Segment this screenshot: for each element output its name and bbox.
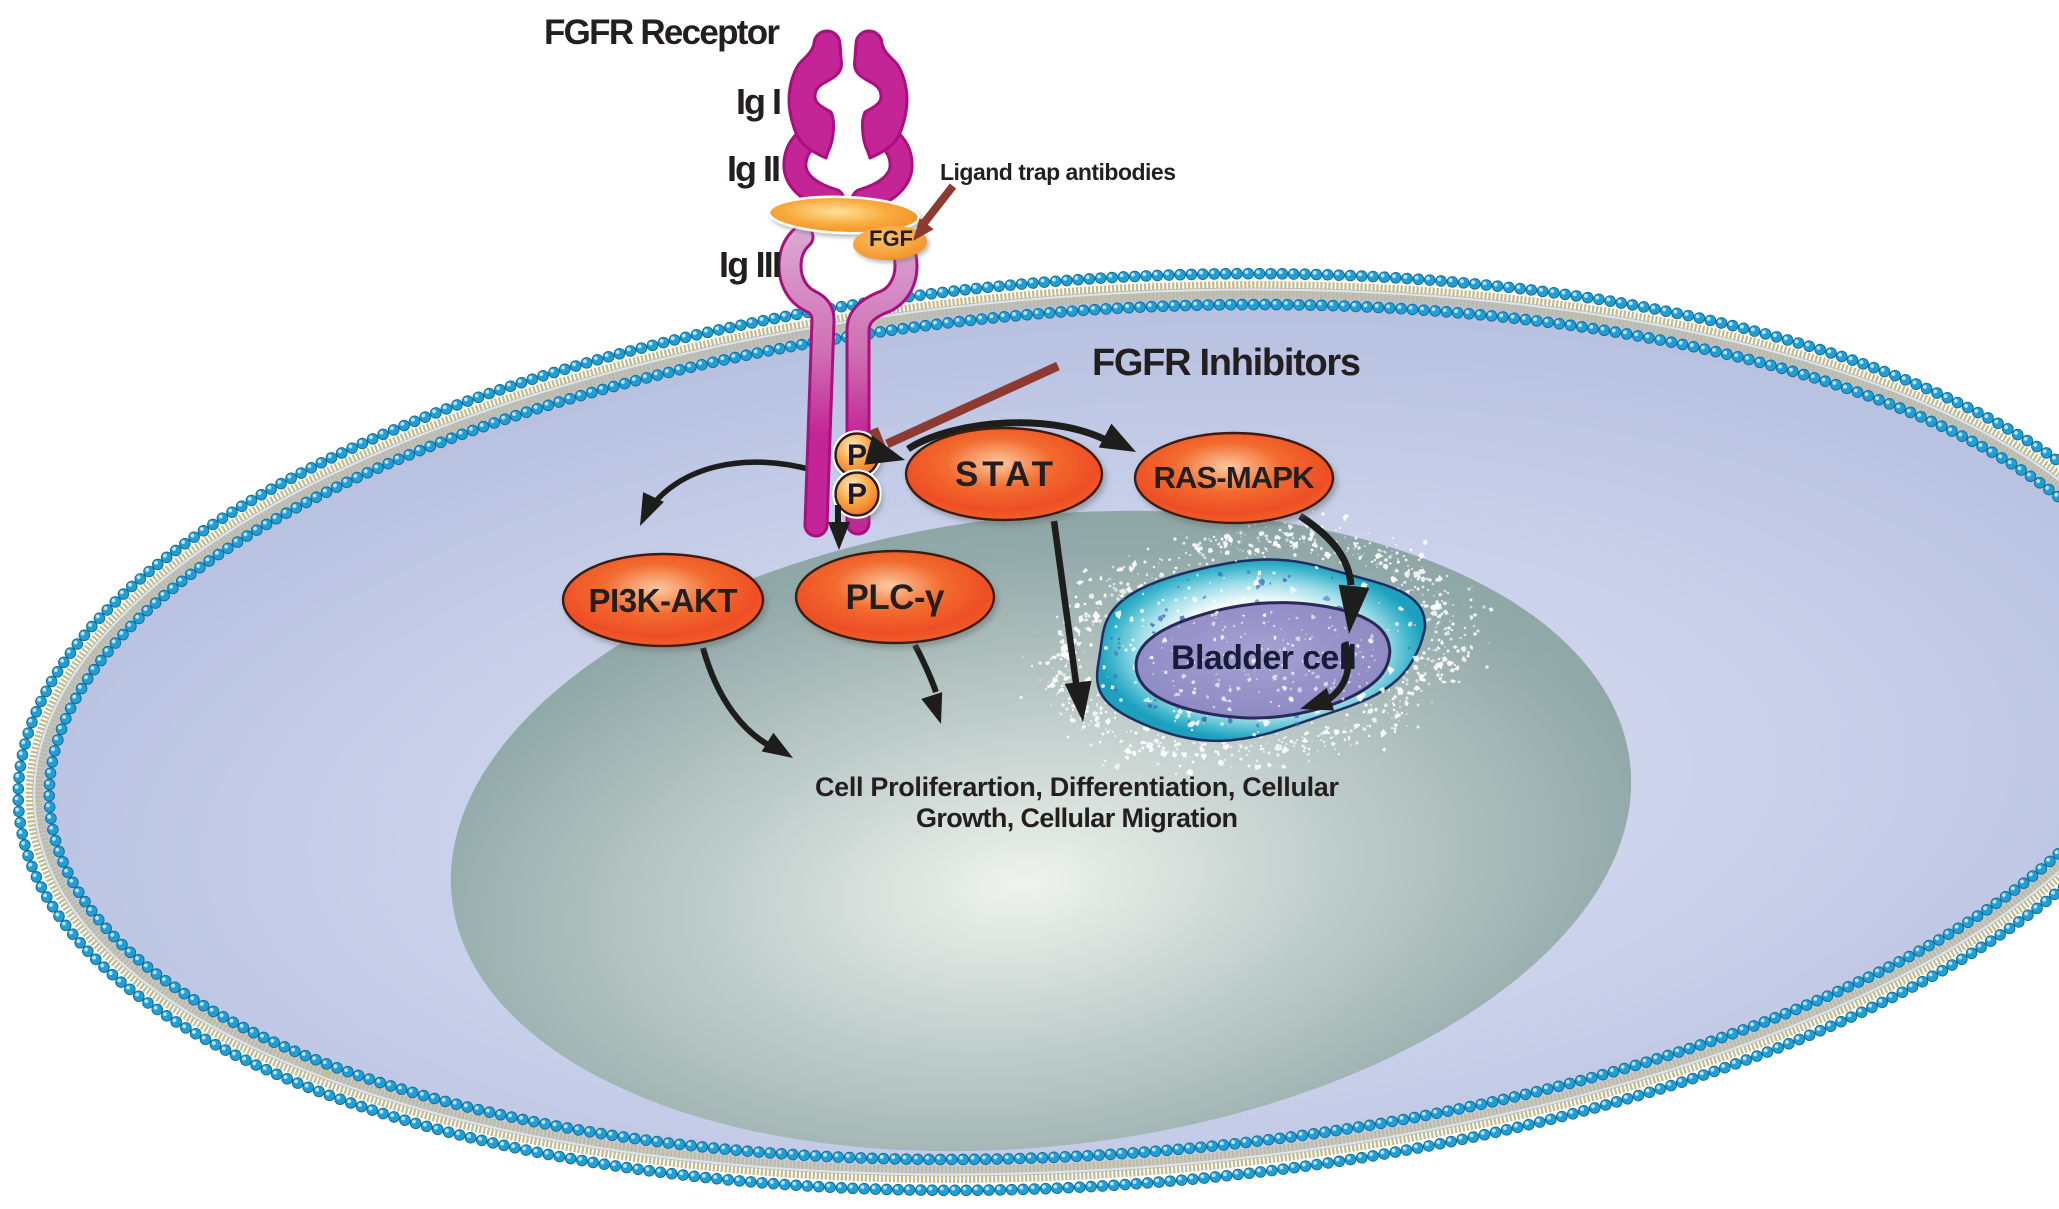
svg-text:Growth, Cellular Migration: Growth, Cellular Migration [916,803,1238,833]
svg-text:P: P [847,439,867,472]
svg-text:FGFR Inhibitors: FGFR Inhibitors [1092,342,1361,384]
svg-text:P: P [847,478,867,511]
svg-text:Cell Proliferartion, Different: Cell Proliferartion, Differentiation, Ce… [815,772,1339,802]
svg-text:PLC-γ: PLC-γ [846,578,946,617]
svg-text:Ig II: Ig II [727,148,781,189]
svg-text:Ig III: Ig III [719,244,782,285]
svg-text:Ligand trap antibodies: Ligand trap antibodies [940,159,1176,185]
svg-text:FGF: FGF [869,226,913,251]
svg-text:RAS-MAPK: RAS-MAPK [1154,460,1316,495]
svg-text:Bladder cell: Bladder cell [1171,639,1357,677]
svg-text:FGFR Receptor: FGFR Receptor [544,13,780,52]
svg-text:Ig I: Ig I [736,81,782,122]
svg-text:PI3K-AKT: PI3K-AKT [589,582,738,619]
